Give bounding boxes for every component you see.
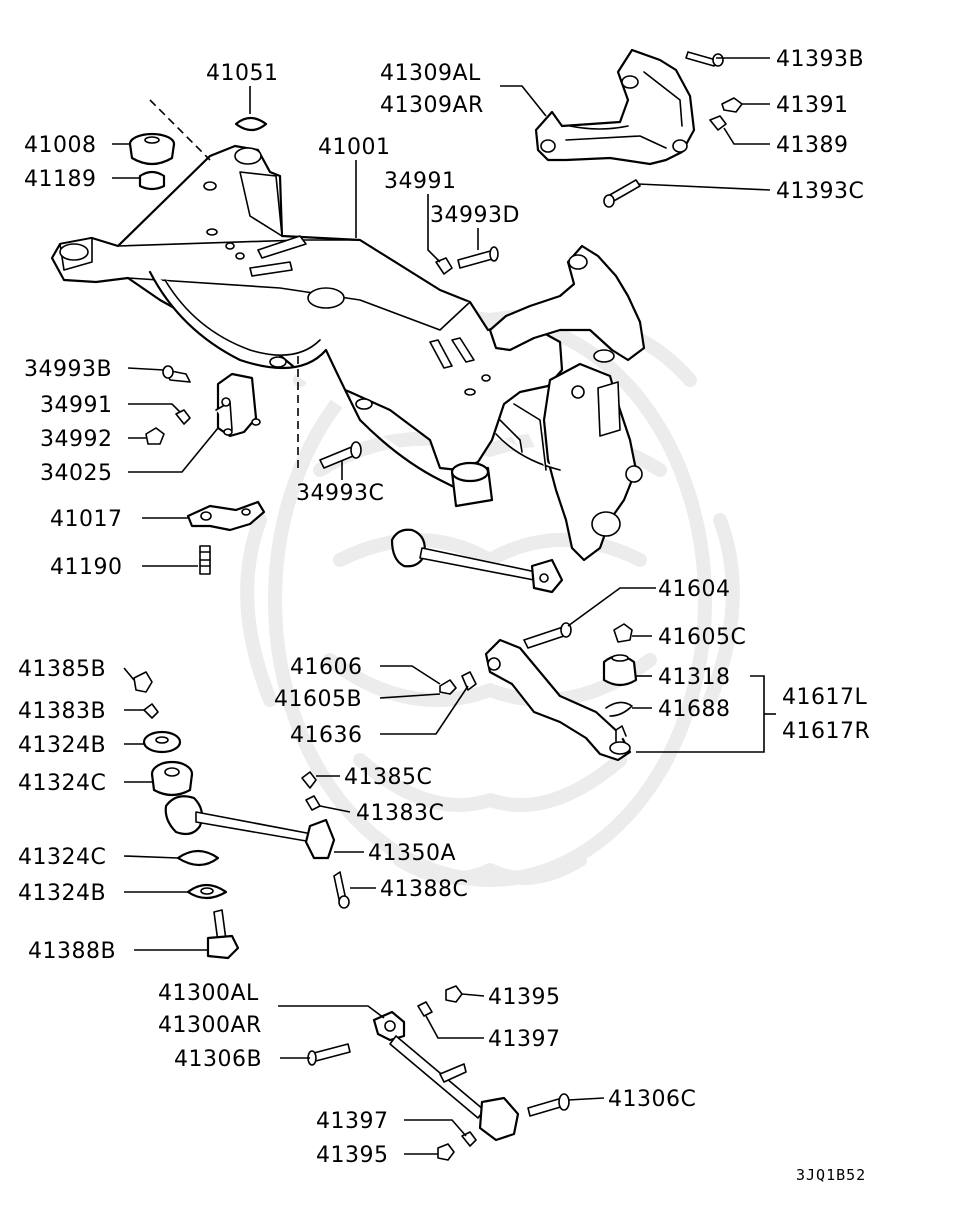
label-41300ar: 41300AR [158, 1013, 262, 1038]
label-41388c: 41388C [380, 877, 468, 902]
leader-lines [112, 57, 776, 1155]
label-41395-upper: 41395 [488, 985, 561, 1010]
label-41324c-upper: 41324C [18, 771, 106, 796]
label-41300al: 41300AL [158, 981, 259, 1006]
label-41397-upper: 41397 [488, 1027, 561, 1052]
label-41385b: 41385B [18, 657, 106, 682]
lower-arm-41617 [439, 622, 638, 762]
bushing-parts-41008 [128, 116, 268, 191]
bolts-34993 [149, 99, 499, 470]
trailing-link-41350a [133, 671, 350, 960]
label-41324b-upper: 41324B [18, 733, 106, 758]
label-41395-lower: 41395 [316, 1143, 389, 1168]
label-34993b: 34993B [24, 357, 112, 382]
label-41306b: 41306B [174, 1047, 262, 1072]
label-34991-top: 34991 [384, 169, 457, 194]
label-41606: 41606 [290, 655, 363, 680]
label-41391: 41391 [776, 93, 849, 118]
label-41309ar: 41309AR [380, 93, 484, 118]
label-41309al: 41309AL [380, 61, 481, 86]
label-41636: 41636 [290, 723, 363, 748]
label-41604: 41604 [658, 577, 731, 602]
label-41383c: 41383C [356, 801, 444, 826]
label-41001: 41001 [318, 135, 391, 160]
diagram-code: 3JQ1B52 [796, 1166, 866, 1184]
label-41008: 41008 [24, 133, 97, 158]
label-41189: 41189 [24, 167, 97, 192]
label-41617l: 41617L [782, 685, 867, 710]
label-41306c: 41306C [608, 1087, 696, 1112]
label-41350a: 41350A [368, 841, 456, 866]
crossmember-41001 [50, 144, 564, 508]
label-41051: 41051 [206, 61, 279, 86]
lateral-rod [390, 528, 564, 594]
label-34993c: 34993C [296, 481, 384, 506]
label-41190: 41190 [50, 555, 123, 580]
knuckle-assembly [488, 244, 646, 562]
label-41389: 41389 [776, 133, 849, 158]
label-41617r: 41617R [782, 719, 870, 744]
bracket-41017 [186, 500, 266, 575]
label-34991-left: 34991 [40, 393, 113, 418]
label-41605c: 41605C [658, 625, 746, 650]
label-41605b: 41605B [274, 687, 362, 712]
label-34025: 34025 [40, 461, 113, 486]
label-41688: 41688 [658, 697, 731, 722]
label-34993d: 34993D [430, 203, 520, 228]
label-41385c: 41385C [344, 765, 432, 790]
label-41324c-lower: 41324C [18, 845, 106, 870]
label-41393c: 41393C [776, 179, 864, 204]
label-41393b: 41393B [776, 47, 864, 72]
label-41397-lower: 41397 [316, 1109, 389, 1134]
mount-bracket-34025 [145, 365, 261, 445]
label-41383b: 41383B [18, 699, 106, 724]
label-41017: 41017 [50, 507, 123, 532]
lower-link-41300 [307, 985, 570, 1161]
label-41318: 41318 [658, 665, 731, 690]
label-41388b: 41388B [28, 939, 116, 964]
part-labels: 41051 41008 41189 41001 41309AL 41309AR … [18, 47, 870, 1184]
label-41324b-lower: 41324B [18, 881, 106, 906]
upper-arm-41309 [534, 48, 743, 208]
label-34992: 34992 [40, 427, 113, 452]
